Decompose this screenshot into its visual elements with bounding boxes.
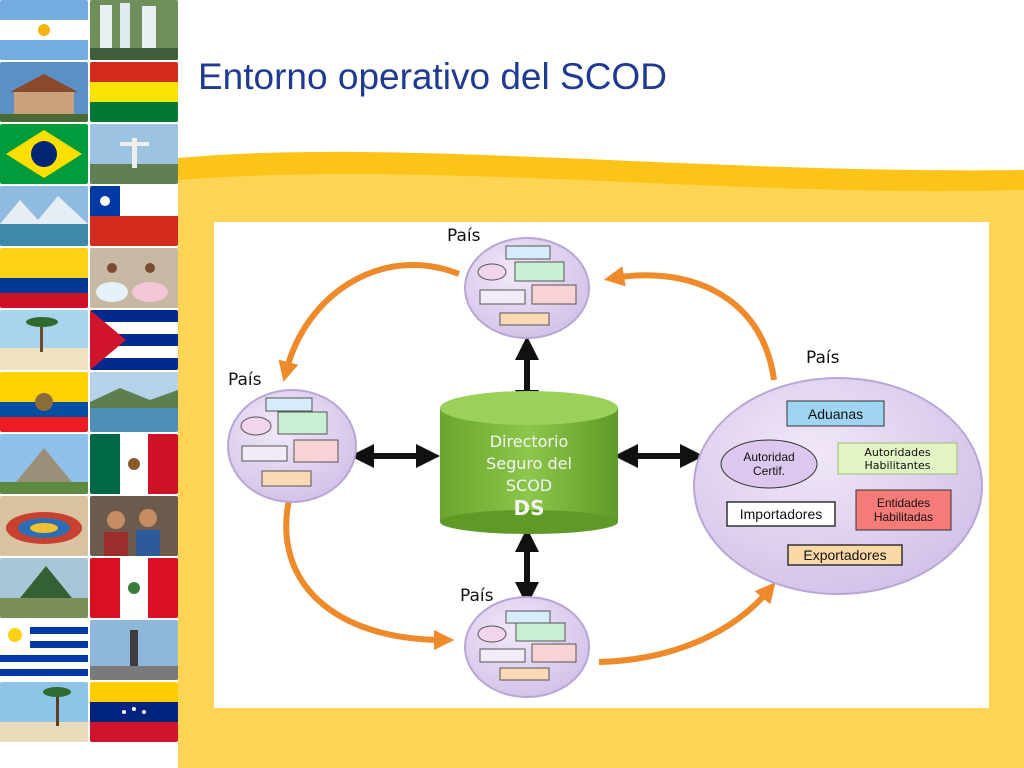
slide-title: Entorno operativo del SCOD: [198, 56, 667, 97]
flag-photo-strip: [0, 0, 178, 768]
ecuador-flag-image: [0, 372, 88, 432]
colombia-flag-image: [0, 248, 88, 308]
beach-palms-photo: [0, 310, 88, 370]
dancers-photo: [90, 248, 178, 308]
autoridades-habilitantes-box: Autoridades Habilitantes: [838, 443, 957, 474]
monument-photo: [90, 620, 178, 680]
christ-statue-photo: [90, 124, 178, 184]
directory-line-3: SCOD: [505, 476, 553, 495]
importadores-box: Importadores: [739, 506, 823, 522]
brazil-flag-image: [0, 124, 88, 184]
venezuela-flag-image: [90, 682, 178, 742]
flow-arrow-right-to-top: [603, 266, 777, 381]
argentina-flag-image: [0, 0, 88, 60]
country-label-right: País: [806, 348, 840, 368]
colonial-building-photo: [0, 62, 88, 122]
entidades-habilitadas-box: Entidades Habilitadas: [856, 490, 951, 530]
flow-arrow-left-to-bottom: [283, 499, 455, 651]
peru-flag-image: [90, 558, 178, 618]
scod-diagram: País País País País Directorio Seguro de…: [214, 222, 989, 708]
mexico-flag-image: [90, 434, 178, 494]
directory-line-1: Directorio: [489, 432, 569, 451]
autoridad-line-2: Certif.: [752, 464, 785, 478]
entidades-line-1: Entidades: [876, 496, 931, 510]
flow-arrow-top-to-left: [278, 262, 461, 382]
directory-line-2: Seguro del: [486, 454, 572, 473]
country-node-bottom: [464, 596, 590, 698]
country-node-left: [227, 389, 357, 503]
exportadores-box: Exportadores: [803, 547, 887, 563]
mountain-lake-photo: [0, 186, 88, 246]
autoridad-certif-ellipse: Autoridad Certif.: [721, 444, 817, 484]
habilitantes-line-1: Autoridades: [864, 445, 931, 459]
uruguay-flag-image: [0, 620, 88, 680]
aduanas-box: Aduanas: [807, 405, 864, 422]
directory-acronym: DS: [513, 496, 545, 520]
woven-textile-photo: [0, 496, 88, 556]
directory-text: Directorio Seguro del SCOD DS: [439, 431, 619, 519]
habilitantes-line-2: Habilitantes: [864, 458, 931, 472]
directory-cylinder: [440, 391, 618, 534]
flow-arrow-bottom-to-right: [598, 582, 776, 665]
machu-picchu-photo: [0, 558, 88, 618]
country-label-top: País: [447, 226, 481, 246]
chile-flag-image: [90, 186, 178, 246]
bolivia-flag-image: [90, 62, 178, 122]
cuba-flag-image: [90, 310, 178, 370]
country-node-top: [464, 237, 590, 339]
lake-photo: [90, 372, 178, 432]
beach-sunset-photo: [0, 682, 88, 742]
country-node-right: [693, 377, 983, 595]
entidades-line-2: Habilitadas: [873, 510, 934, 524]
waterfall-photo: [90, 0, 178, 60]
people-photo: [90, 496, 178, 556]
pyramid-photo: [0, 434, 88, 494]
diagram-graphics: [227, 237, 983, 698]
country-label-left: País: [228, 370, 262, 390]
autoridad-line-1: Autoridad: [743, 450, 795, 464]
country-label-bottom: País: [460, 586, 494, 606]
